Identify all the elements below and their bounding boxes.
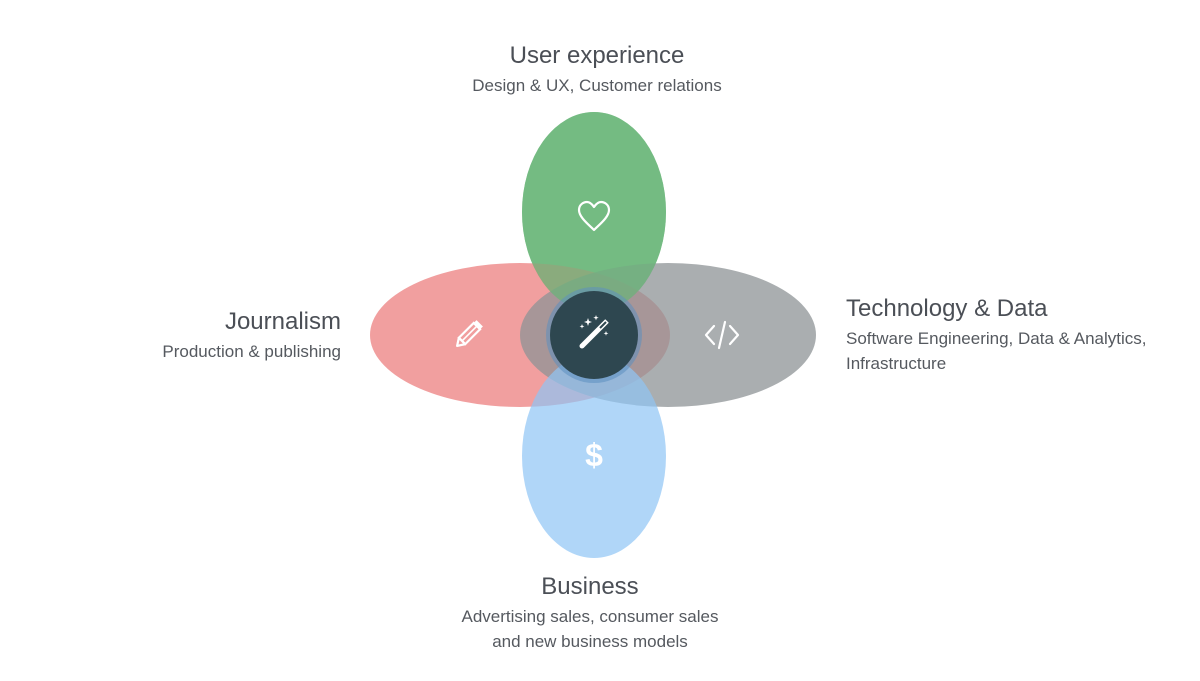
label-user-experience: User experience Design & UX, Customer re…	[397, 41, 797, 98]
magic-wand-icon	[579, 315, 609, 349]
label-journalism: Journalism Production & publishing	[162, 307, 341, 364]
segment-title: Business	[541, 573, 639, 600]
segment-subtitle-line-1: Software Engineering, Data & Analytics,	[846, 329, 1147, 348]
heart-icon	[577, 200, 611, 232]
label-business: Business Advertising sales, consumer sal…	[390, 572, 790, 654]
segment-subtitle: Design & UX, Customer relations	[472, 76, 722, 95]
segment-subtitle-line-2: and new business models	[492, 632, 688, 651]
pencil-icon	[456, 320, 483, 347]
segment-title: User experience	[509, 42, 685, 69]
segment-title: Journalism	[224, 308, 341, 335]
segment-title: Technology & Data	[846, 295, 1048, 322]
segment-subtitle: Production & publishing	[162, 342, 341, 361]
segment-subtitle-line-1: Advertising sales, consumer sales	[461, 607, 719, 626]
ellipse-user-experience-upper	[522, 112, 666, 312]
dollar-icon: $	[585, 437, 603, 473]
label-technology-data: Technology & Data Software Engineering, …	[846, 294, 1147, 376]
segment-subtitle-line-2: Infrastructure	[846, 354, 947, 373]
code-icon	[704, 320, 740, 350]
ellipse-business	[522, 354, 666, 558]
